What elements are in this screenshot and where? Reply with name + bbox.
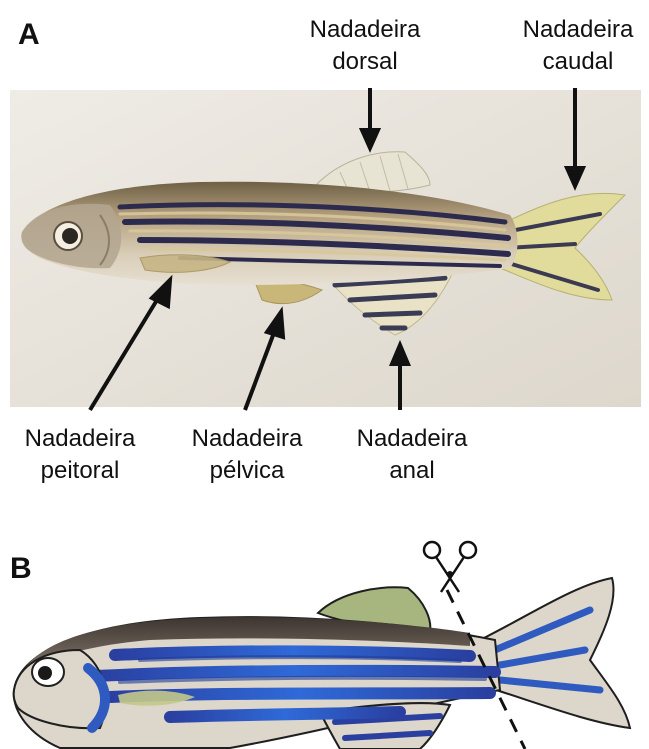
- photo-fish-pupil: [62, 228, 78, 244]
- scissors-icon: [424, 542, 476, 592]
- cartoon-fish-pupil: [38, 666, 52, 680]
- photo-panel-a: [10, 90, 641, 407]
- cartoon-fish: [14, 578, 630, 749]
